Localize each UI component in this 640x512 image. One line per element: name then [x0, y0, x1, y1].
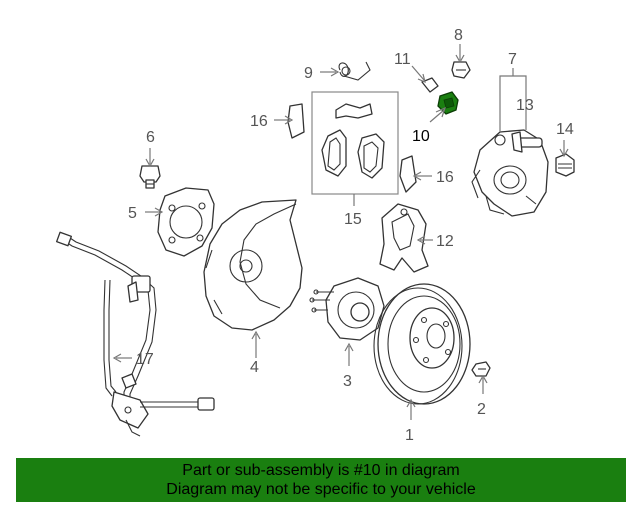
part-16-shim-left[interactable] [287, 103, 305, 139]
callout-15: 15 [344, 211, 362, 228]
part-1-rotor[interactable] [373, 283, 471, 405]
part-2-screw[interactable] [471, 361, 491, 377]
part-17-abs-sensor-wire[interactable] [56, 231, 215, 437]
part-3-hub-bearing[interactable] [309, 277, 385, 341]
banner-line-1: Part or sub-assembly is #10 in diagram [182, 462, 460, 479]
callout-14: 14 [556, 121, 574, 138]
callout-1: 1 [405, 427, 414, 444]
part-7-caliper[interactable] [471, 129, 549, 217]
callout-10: 10 [412, 128, 430, 145]
callout-16-left: 16 [250, 113, 268, 130]
callout-11: 11 [394, 51, 411, 68]
callout-labels: 1 2 3 4 5 6 7 8 9 10 11 12 13 14 15 16 1… [128, 27, 574, 444]
callout-16-right: 16 [436, 169, 454, 186]
callout-6: 6 [146, 129, 155, 146]
callout-3: 3 [343, 373, 352, 390]
parts-diagram: 1 2 3 4 5 6 7 8 9 10 11 12 13 14 15 16 1… [56, 27, 575, 444]
callout-8: 8 [454, 27, 463, 44]
callout-7: 7 [508, 51, 517, 68]
callout-12: 12 [436, 233, 454, 250]
callout-2: 2 [477, 401, 486, 418]
callout-9: 9 [304, 65, 313, 82]
part-8-bolt[interactable] [451, 61, 471, 79]
info-banner: Part or sub-assembly is #10 in diagram D… [16, 458, 626, 502]
leader-lines [112, 44, 569, 420]
part-14-boot[interactable] [555, 153, 575, 177]
part-6-bolt[interactable] [139, 165, 161, 189]
part-10-bleeder-screw[interactable] [437, 91, 459, 115]
callout-5: 5 [128, 205, 137, 222]
part-11-cap[interactable] [421, 77, 439, 93]
part-13-guide-pin[interactable] [511, 131, 543, 153]
part-16-shim-right[interactable] [399, 155, 417, 193]
banner-line-2: Diagram may not be specific to your vehi… [166, 481, 476, 498]
part-15-pad-set[interactable] [311, 91, 399, 195]
callout-4: 4 [250, 359, 259, 376]
part-4-splash-shield[interactable] [203, 199, 303, 331]
callout-17: 17 [136, 351, 154, 368]
callout-13: 13 [516, 97, 534, 114]
part-9-spring[interactable] [338, 61, 371, 81]
part-5-adapter-plate[interactable] [157, 187, 215, 257]
part-12-caliper-bracket[interactable] [379, 203, 429, 273]
